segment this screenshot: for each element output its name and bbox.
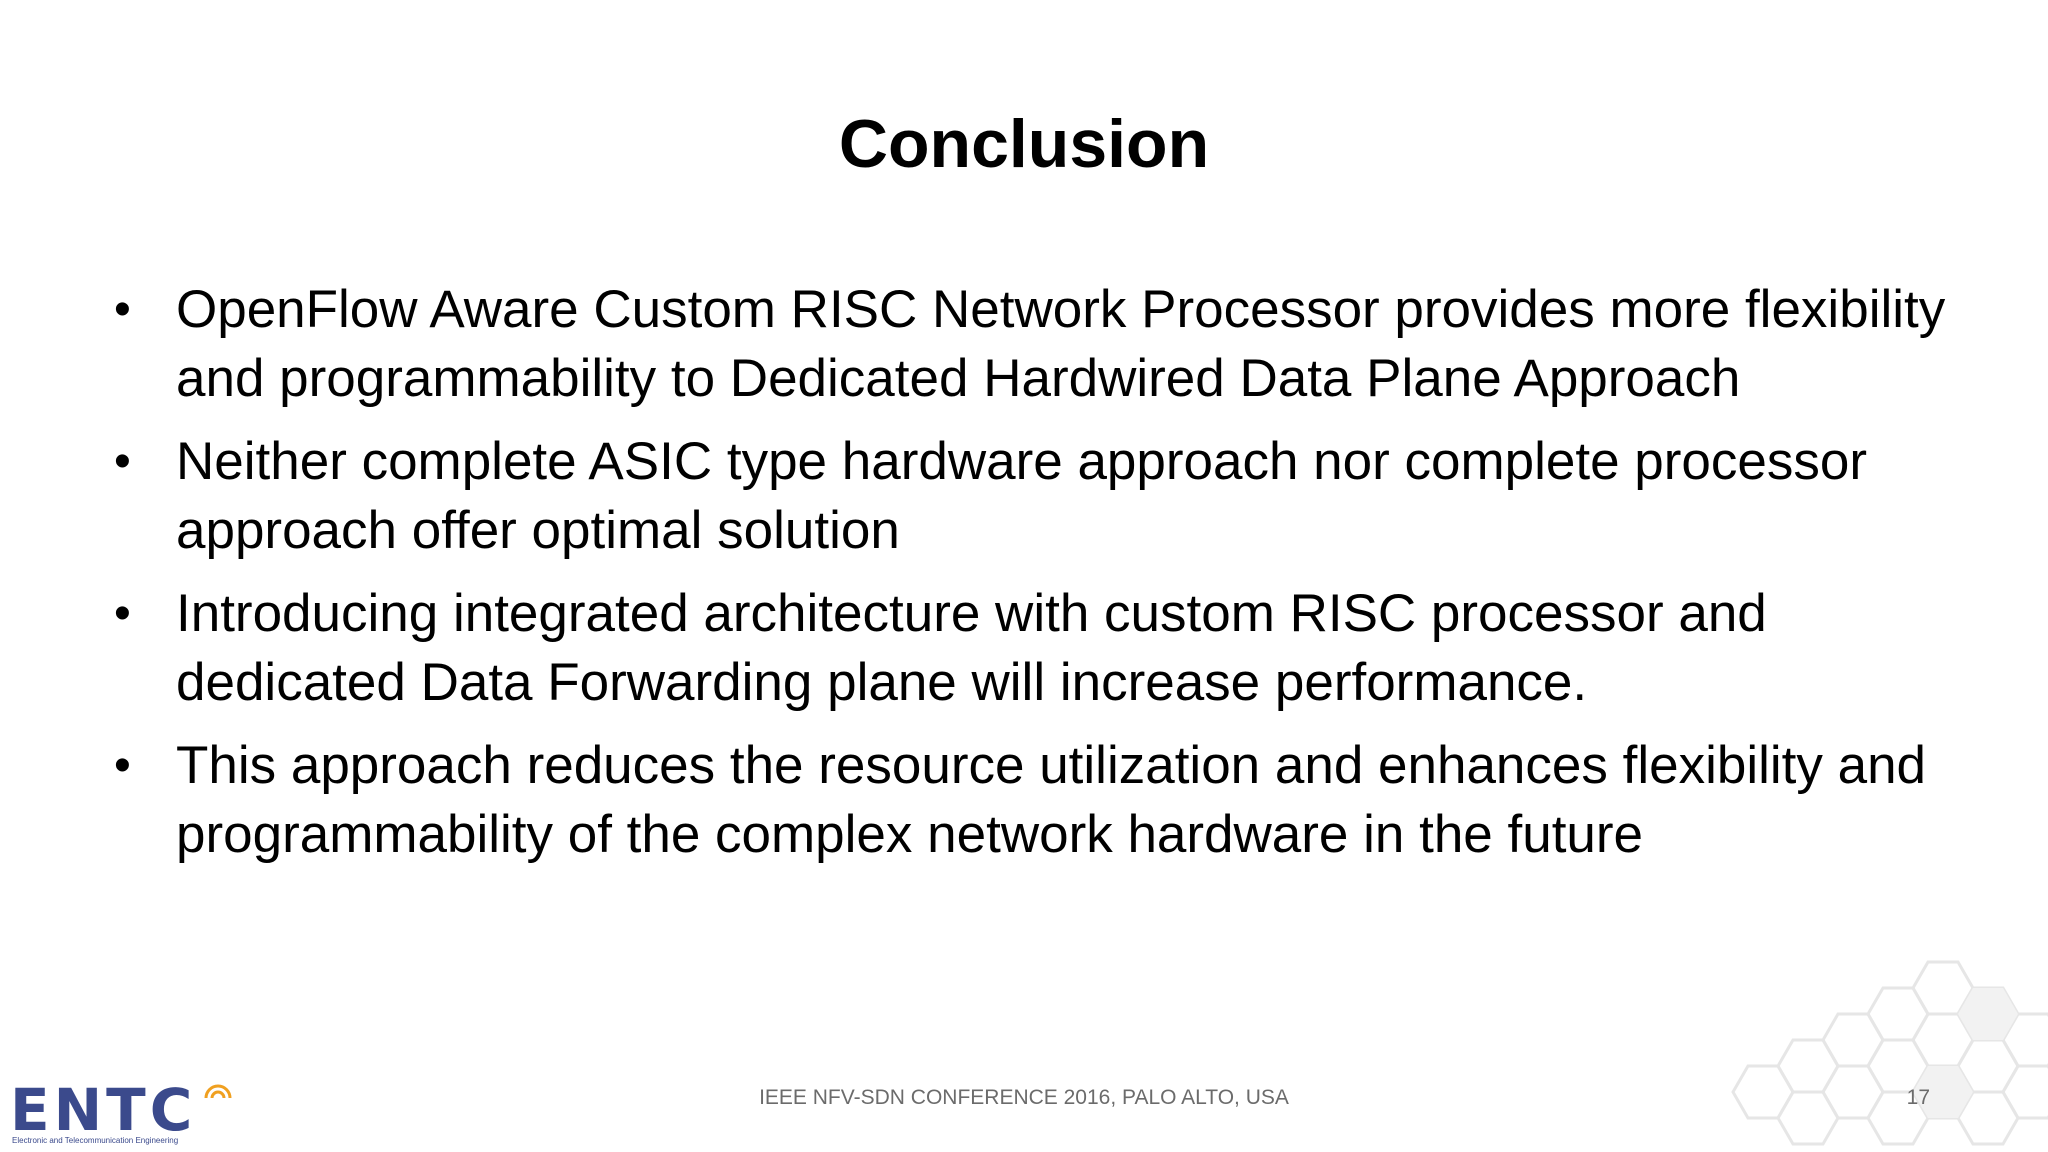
entc-logo: ENTC Electronic and Telecommunication En… <box>10 1080 310 1150</box>
bullet-text: This approach reduces the resource utili… <box>176 736 1927 864</box>
footer-conference: IEEE NFV-SDN CONFERENCE 2016, PALO ALTO,… <box>759 1086 1289 1109</box>
bullet-item: • This approach reduces the resource uti… <box>112 731 1972 869</box>
bullet-icon: • <box>114 435 131 488</box>
logo-text: ENTC <box>10 1076 197 1144</box>
bullet-icon: • <box>114 739 131 792</box>
bullet-text: Introducing integrated architecture with… <box>176 584 1767 712</box>
bullet-item: • OpenFlow Aware Custom RISC Network Pro… <box>112 275 1972 413</box>
slide-title: Conclusion <box>838 106 1210 182</box>
page-number: 17 <box>1906 1086 1930 1109</box>
bullet-item: • Introducing integrated architecture wi… <box>112 579 1972 717</box>
signal-icon <box>204 1084 232 1099</box>
bullet-text: OpenFlow Aware Custom RISC Network Proce… <box>176 280 1946 408</box>
bullet-icon: • <box>114 587 131 640</box>
bullet-icon: • <box>114 283 131 336</box>
bullet-text: Neither complete ASIC type hardware appr… <box>176 432 1867 560</box>
bullet-list: • OpenFlow Aware Custom RISC Network Pro… <box>112 275 1972 883</box>
logo-subtitle: Electronic and Telecommunication Enginee… <box>12 1136 179 1145</box>
hexagon-pattern-icon <box>1731 960 2048 1146</box>
bullet-item: • Neither complete ASIC type hardware ap… <box>112 427 1972 565</box>
